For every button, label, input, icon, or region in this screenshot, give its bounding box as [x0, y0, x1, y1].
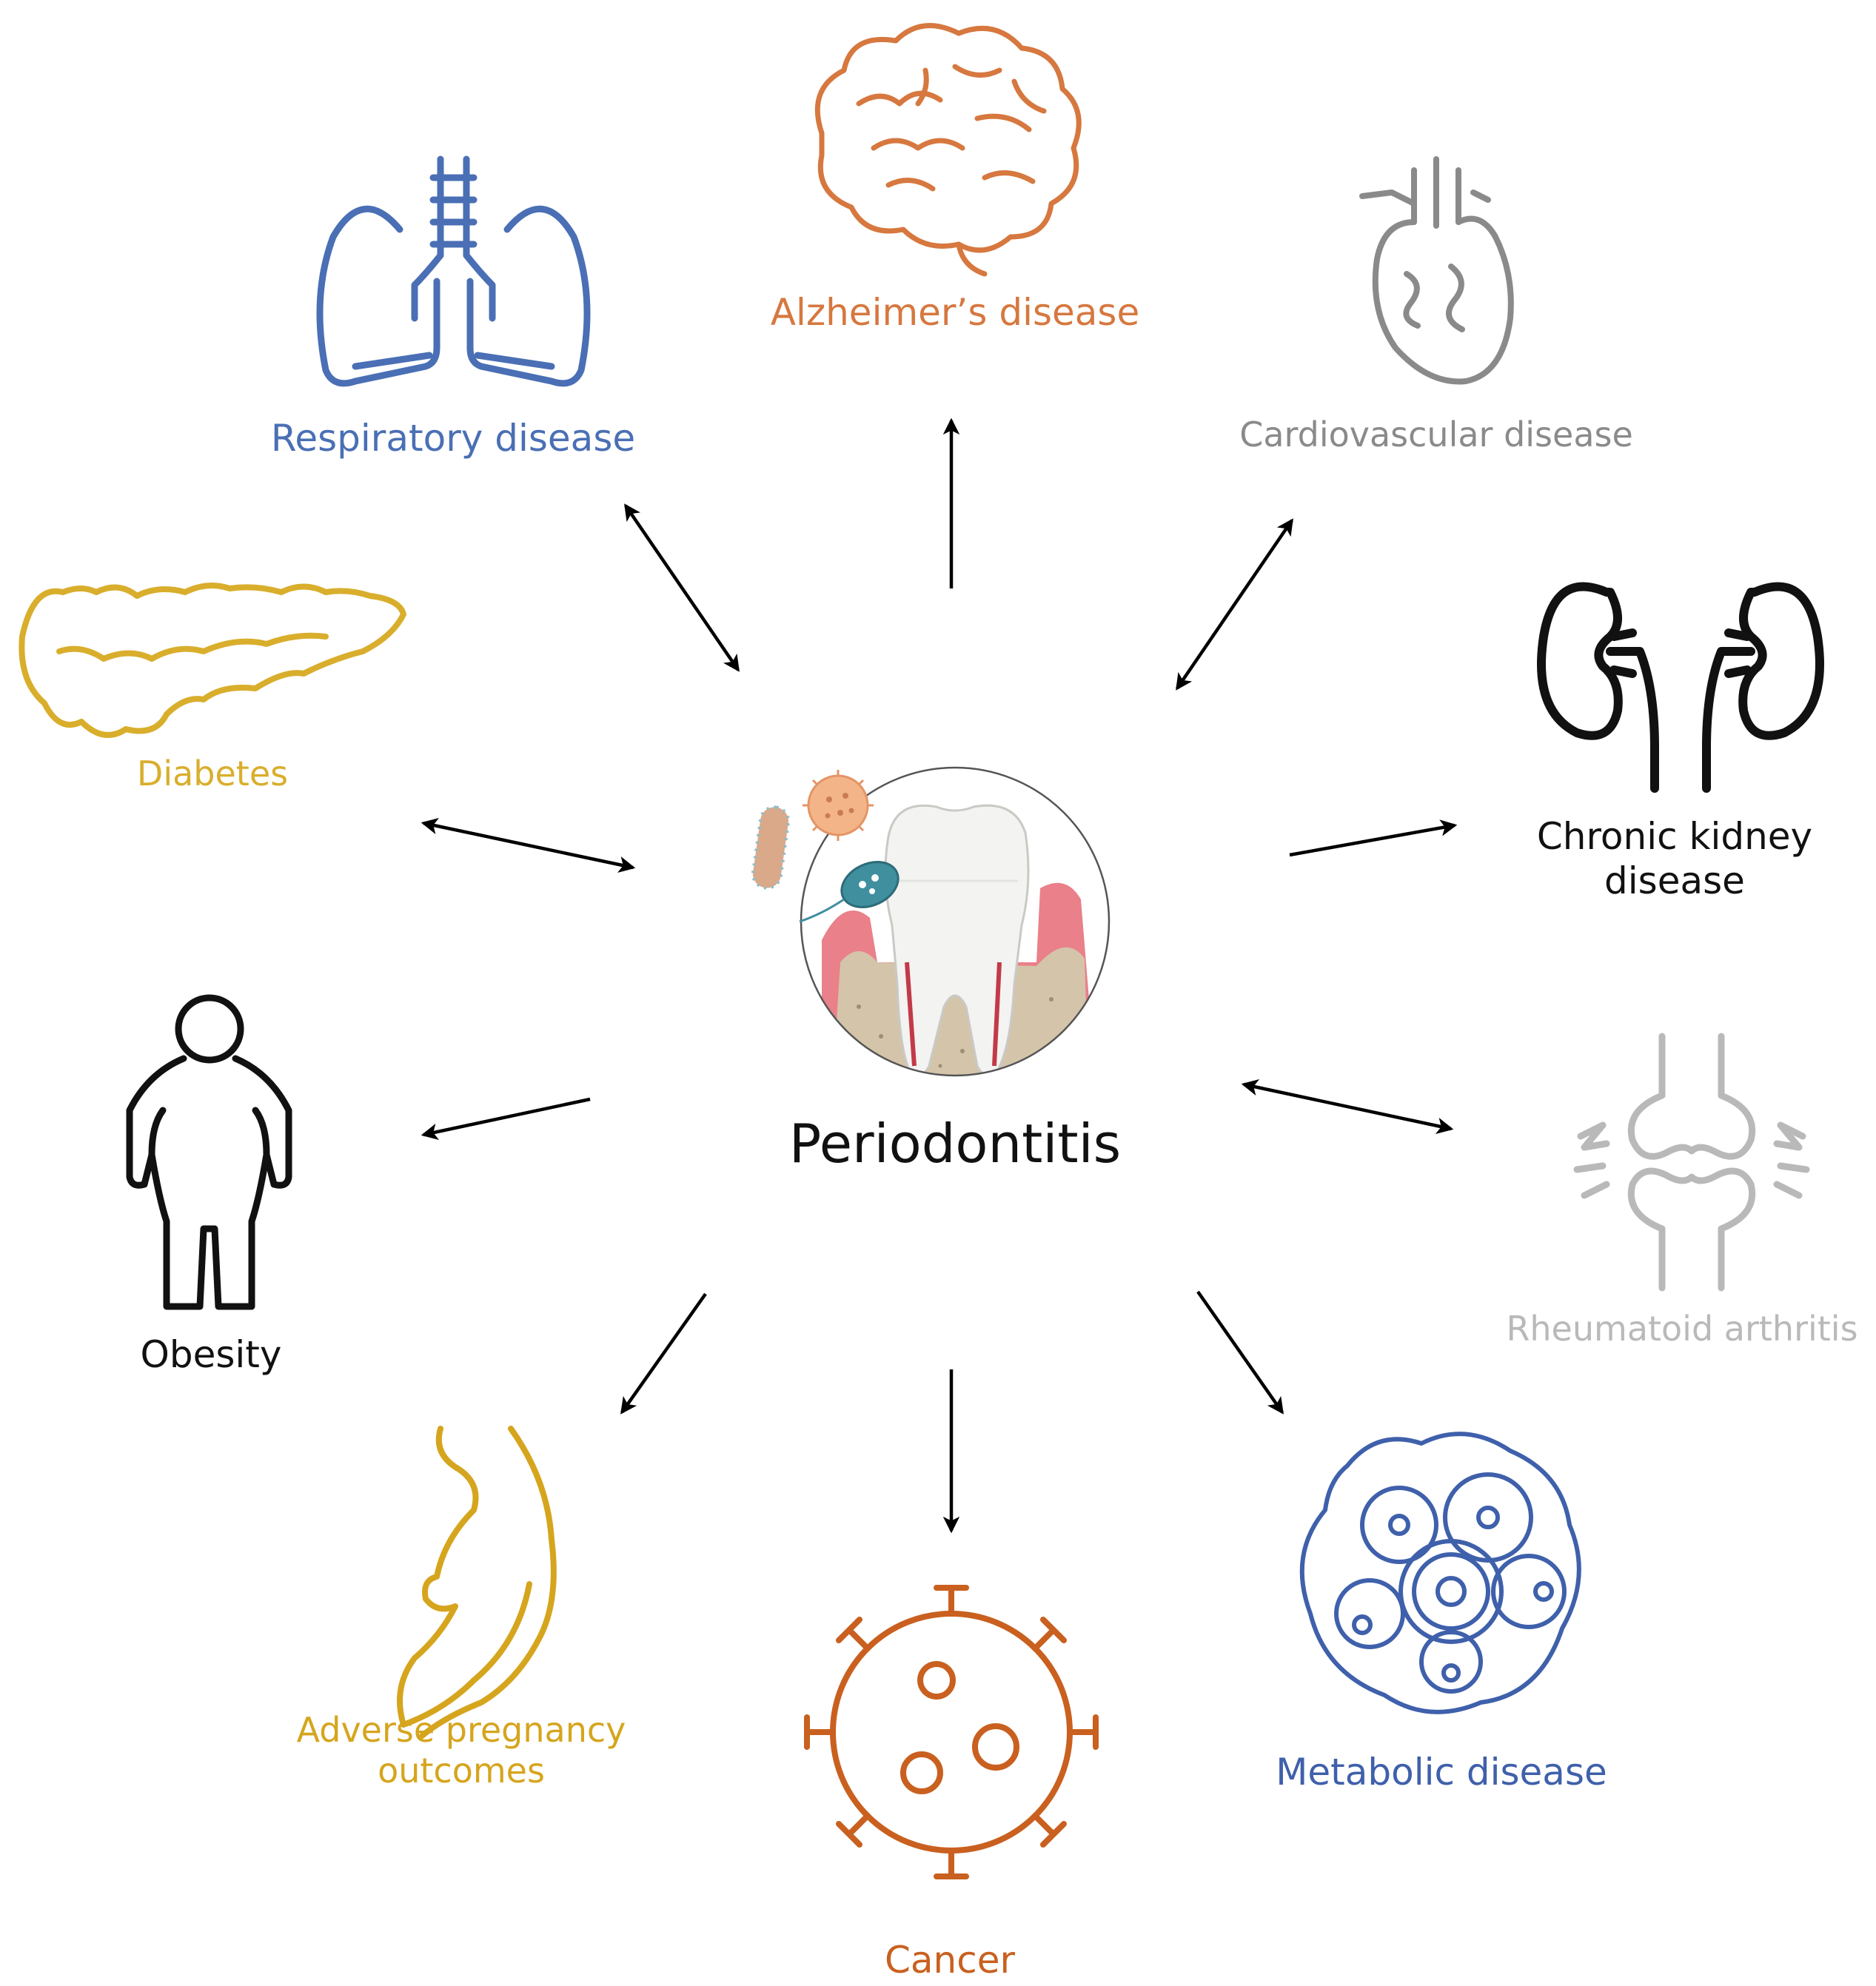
person-icon: [126, 994, 292, 1310]
kidney-label: Chronic kidney disease: [1537, 814, 1812, 903]
arrow-respiratory: [624, 503, 740, 672]
lungs-icon: [316, 155, 591, 387]
arrow-cardiovascular: [1176, 518, 1293, 691]
pregnancy-label-line1: Adverse pregnancy: [296, 1710, 626, 1750]
arrow-diabetes: [421, 817, 636, 873]
metabolic-label: Metabolic disease: [1276, 1751, 1607, 1794]
diabetes-label: Diabetes: [136, 754, 289, 794]
rheumatoid-label: Rheumatoid arthritis: [1506, 1309, 1858, 1349]
obesity-label: Obesity: [140, 1333, 282, 1376]
pregnancy-icon: [397, 1426, 557, 1739]
alzheimers-label: Alzheimer’s disease: [770, 291, 1140, 334]
relationship-arrows: [421, 417, 1458, 1534]
pregnancy-label: Adverse pregnancy outcomes: [297, 1710, 626, 1791]
kidney-label-line2: disease: [1604, 859, 1745, 902]
respiratory-label: Respiratory disease: [270, 417, 636, 460]
cells-icon: [1299, 1432, 1581, 1714]
periodontitis-tooth-icon: [751, 766, 1110, 1077]
arrow-kidney: [1289, 819, 1458, 857]
virus-spikes: [804, 1585, 1099, 1879]
arrow-metabolic: [1196, 1290, 1284, 1415]
joint-icon: [1573, 1033, 1810, 1292]
pancreas-icon: [19, 583, 406, 738]
kidneys-icon: [1537, 582, 1824, 793]
arrow-pregnancy: [620, 1292, 707, 1415]
virus-cell-icon: [804, 1585, 1099, 1879]
cancer-label: Cancer: [884, 1939, 1016, 1982]
brain-icon: [814, 23, 1082, 277]
pregnancy-label-line2: outcomes: [378, 1751, 545, 1791]
arrow-obesity: [421, 1097, 591, 1141]
arrow-rheumatoid: [1241, 1079, 1454, 1134]
heart-icon: [1359, 156, 1514, 385]
center-label: Periodontitis: [789, 1113, 1121, 1175]
cardiovascular-label: Cardiovascular disease: [1239, 415, 1633, 454]
kidney-label-line1: Chronic kidney: [1536, 815, 1813, 858]
bacteria-icon: [751, 770, 900, 923]
